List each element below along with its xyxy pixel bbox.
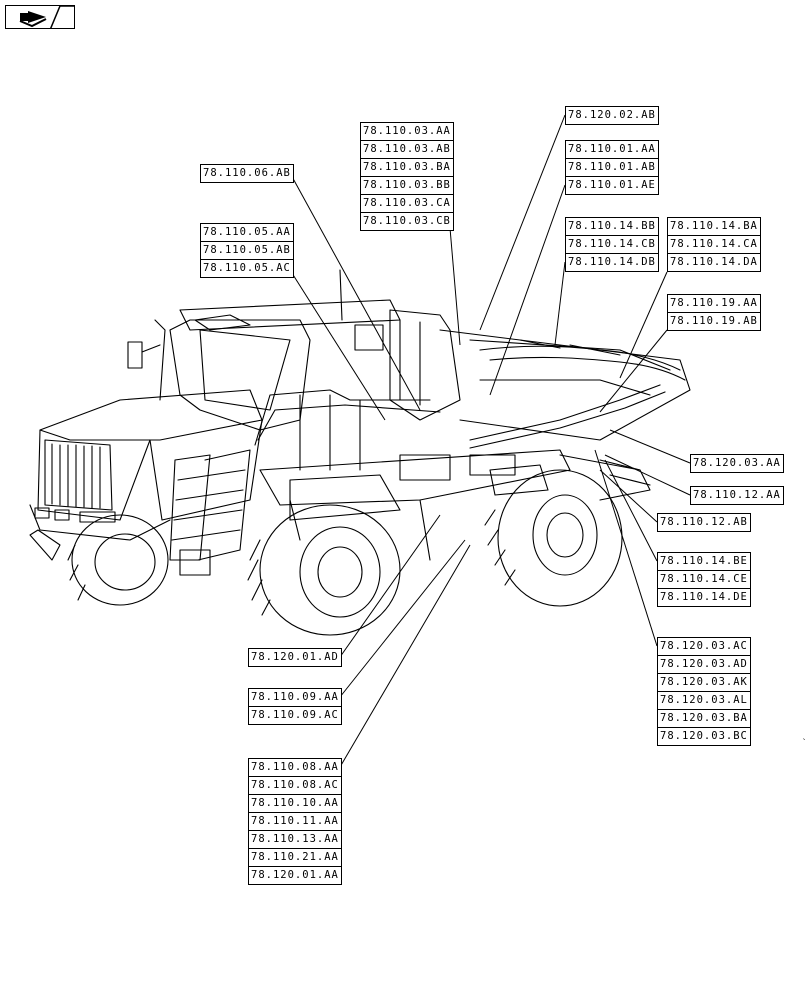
ref-120-03-ba[interactable]: 78.120.03.BA xyxy=(657,709,751,728)
ref-120-03-ak[interactable]: 78.120.03.AK xyxy=(657,673,751,692)
ref-group-110-12aa: 78.110.12.AA xyxy=(690,486,784,505)
ref-110-14-de[interactable]: 78.110.14.DE xyxy=(657,588,751,607)
ref-110-08-ac[interactable]: 78.110.08.AC xyxy=(248,776,342,795)
ref-110-19-aa[interactable]: 78.110.19.AA xyxy=(667,294,761,313)
ladder xyxy=(169,449,251,576)
ref-group-110-14c: 78.110.14.BE 78.110.14.CE 78.110.14.DE xyxy=(657,552,751,607)
product-tank xyxy=(389,309,691,441)
ref-110-05-aa[interactable]: 78.110.05.AA xyxy=(200,223,294,242)
ref-110-14-ba[interactable]: 78.110.14.BA xyxy=(667,217,761,236)
ref-110-11-aa[interactable]: 78.110.11.AA xyxy=(248,812,342,831)
ref-110-14-be[interactable]: 78.110.14.BE xyxy=(657,552,751,571)
ref-group-110-09: 78.110.09.AA 78.110.09.AC xyxy=(248,688,342,725)
ref-110-14-cb[interactable]: 78.110.14.CB xyxy=(565,235,659,254)
ref-110-19-ab[interactable]: 78.110.19.AB xyxy=(667,312,761,331)
ref-120-03-al[interactable]: 78.120.03.AL xyxy=(657,691,751,710)
ref-120-03-ac[interactable]: 78.120.03.AC xyxy=(657,637,751,656)
ref-group-120-03b: 78.120.03.AC 78.120.03.AD 78.120.03.AK 7… xyxy=(657,637,751,746)
ref-110-14-ca[interactable]: 78.110.14.CA xyxy=(667,235,761,254)
ref-group-110-01: 78.110.01.AA 78.110.01.AB 78.110.01.AE xyxy=(565,140,659,195)
ref-110-12-aa[interactable]: 78.110.12.AA xyxy=(690,486,784,505)
ref-110-10-aa[interactable]: 78.110.10.AA xyxy=(248,794,342,813)
ref-110-14-db[interactable]: 78.110.14.DB xyxy=(565,253,659,272)
ref-110-08-aa[interactable]: 78.110.08.AA xyxy=(248,758,342,777)
ref-110-03-ba[interactable]: 78.110.03.BA xyxy=(360,158,454,177)
ref-110-03-bb[interactable]: 78.110.03.BB xyxy=(360,176,454,195)
rear-left-tire xyxy=(71,514,169,606)
ref-120-03-aa[interactable]: 78.120.03.AA xyxy=(690,454,784,473)
ref-110-03-ab[interactable]: 78.110.03.AB xyxy=(360,140,454,159)
ref-110-01-ae[interactable]: 78.110.01.AE xyxy=(565,176,659,195)
ref-110-03-ca[interactable]: 78.110.03.CA xyxy=(360,194,454,213)
ref-110-03-cb[interactable]: 78.110.03.CB xyxy=(360,212,454,231)
ref-110-14-ce[interactable]: 78.110.14.CE xyxy=(657,570,751,589)
ref-group-120-01ad: 78.120.01.AD xyxy=(248,648,342,667)
ref-110-21-aa[interactable]: 78.110.21.AA xyxy=(248,848,342,867)
engine-hood xyxy=(29,389,263,541)
ref-110-09-ac[interactable]: 78.110.09.AC xyxy=(248,706,342,725)
ref-120-03-bc[interactable]: 78.120.03.BC xyxy=(657,727,751,746)
ref-110-03-aa[interactable]: 78.110.03.AA xyxy=(360,122,454,141)
ref-110-05-ac[interactable]: 78.110.05.AC xyxy=(200,259,294,278)
ref-group-120-03a: 78.120.03.AA xyxy=(690,454,784,473)
ref-110-01-aa[interactable]: 78.110.01.AA xyxy=(565,140,659,159)
ref-group-110-12ab: 78.110.12.AB xyxy=(657,513,751,532)
front-right-tire xyxy=(497,469,623,607)
ref-110-13-aa[interactable]: 78.110.13.AA xyxy=(248,830,342,849)
forward-arrow-icon[interactable] xyxy=(5,5,75,29)
corner-mark: ` xyxy=(802,737,807,747)
leader-lines xyxy=(289,114,691,768)
ref-110-14-da[interactable]: 78.110.14.DA xyxy=(667,253,761,272)
ref-group-110-08: 78.110.08.AA 78.110.08.AC 78.110.10.AA 7… xyxy=(248,758,342,885)
ref-group-110-14b: 78.110.14.BA 78.110.14.CA 78.110.14.DA xyxy=(667,217,761,272)
ref-110-09-aa[interactable]: 78.110.09.AA xyxy=(248,688,342,707)
ref-120-03-ad[interactable]: 78.120.03.AD xyxy=(657,655,751,674)
front-left-tire xyxy=(247,504,401,636)
chassis xyxy=(259,449,651,561)
ref-120-02-ab[interactable]: 78.120.02.AB xyxy=(565,106,659,125)
ref-110-14-bb[interactable]: 78.110.14.BB xyxy=(565,217,659,236)
ref-110-05-ab[interactable]: 78.110.05.AB xyxy=(200,241,294,260)
ref-group-110-19: 78.110.19.AA 78.110.19.AB xyxy=(667,294,761,331)
boom-hoses xyxy=(469,339,686,449)
ref-group-110-06: 78.110.06.AB xyxy=(200,164,294,183)
ref-group-110-03: 78.110.03.AA 78.110.03.AB 78.110.03.BA 7… xyxy=(360,122,454,231)
ref-group-120-02: 78.120.02.AB xyxy=(565,106,659,125)
ref-110-12-ab[interactable]: 78.110.12.AB xyxy=(657,513,751,532)
ref-110-01-ab[interactable]: 78.110.01.AB xyxy=(565,158,659,177)
ref-group-110-05: 78.110.05.AA 78.110.05.AB 78.110.05.AC xyxy=(200,223,294,278)
ref-120-01-aa[interactable]: 78.120.01.AA xyxy=(248,866,342,885)
ref-group-110-14a: 78.110.14.BB 78.110.14.CB 78.110.14.DB xyxy=(565,217,659,272)
ref-110-06-ab[interactable]: 78.110.06.AB xyxy=(200,164,294,183)
ref-120-01-ad[interactable]: 78.120.01.AD xyxy=(248,648,342,667)
handrail xyxy=(254,389,441,471)
